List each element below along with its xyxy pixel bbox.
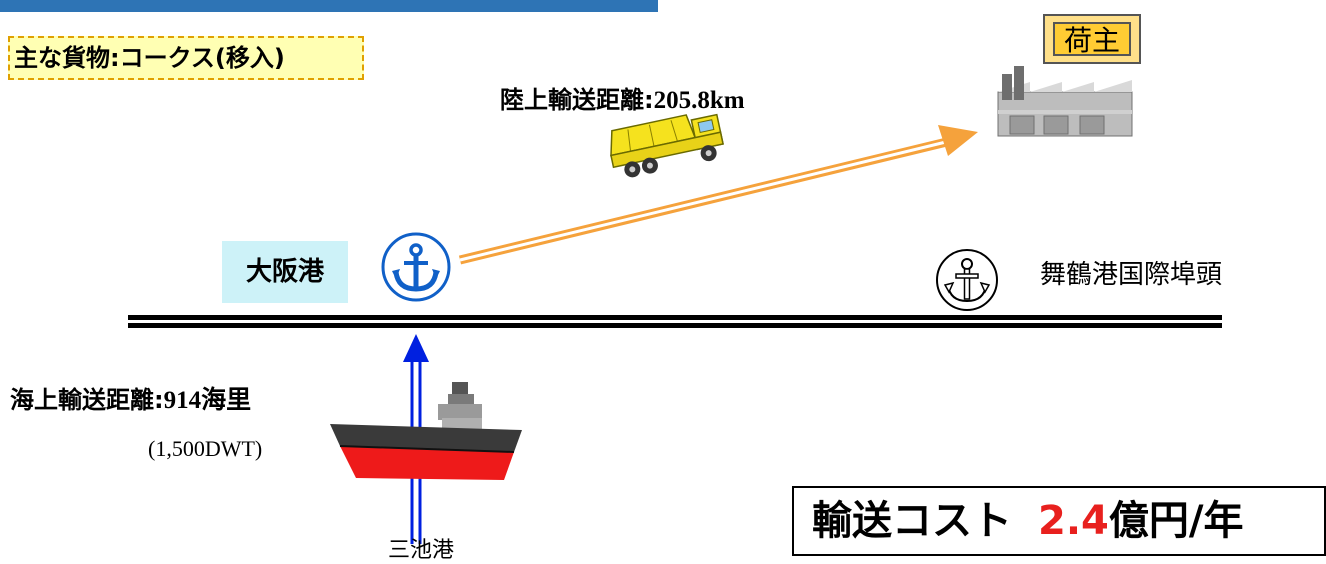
cargo-label: 主な貨物:コークス(移入) bbox=[14, 44, 285, 72]
factory-icon bbox=[997, 66, 1133, 137]
header-bar bbox=[0, 0, 658, 12]
shipper-label: 荷主 bbox=[1053, 22, 1131, 57]
miike-port-label: 三池港 bbox=[388, 538, 455, 563]
sea-distance-prefix: 海上輸送距離: bbox=[10, 386, 164, 414]
land-distance-prefix: 陸上輸送距離: bbox=[500, 86, 654, 114]
dump-truck-icon bbox=[610, 113, 724, 178]
vessel-size-label: (1,500DWT) bbox=[148, 436, 263, 461]
cargo-label-box: 主な貨物:コークス(移入) bbox=[8, 36, 364, 80]
land-route-arrow bbox=[458, 125, 978, 265]
land-distance-label: 陸上輸送距離:205.8km bbox=[500, 80, 745, 115]
anchor-icon bbox=[936, 249, 998, 311]
ship-icon bbox=[330, 382, 522, 480]
osaka-port-label: 大阪港 bbox=[222, 241, 348, 303]
sea-distance-label: 海上輸送距離:914海里 bbox=[10, 380, 251, 416]
cost-unit: 億円/年 bbox=[1108, 498, 1244, 544]
maizuru-port-label: 舞鶴港国際埠頭 bbox=[1040, 260, 1223, 290]
cost-prefix: 輸送コスト bbox=[812, 498, 1012, 544]
anchor-icon bbox=[381, 232, 451, 302]
sea-distance-value: 914海里 bbox=[163, 387, 252, 414]
shipper-box: 荷主 bbox=[1043, 14, 1141, 64]
land-distance-value: 205.8km bbox=[653, 87, 745, 114]
transport-cost-box: 輸送コスト 2.4億円/年 bbox=[792, 486, 1326, 556]
cost-value: 2.4 bbox=[1038, 498, 1109, 544]
quay-line bbox=[128, 315, 1222, 328]
